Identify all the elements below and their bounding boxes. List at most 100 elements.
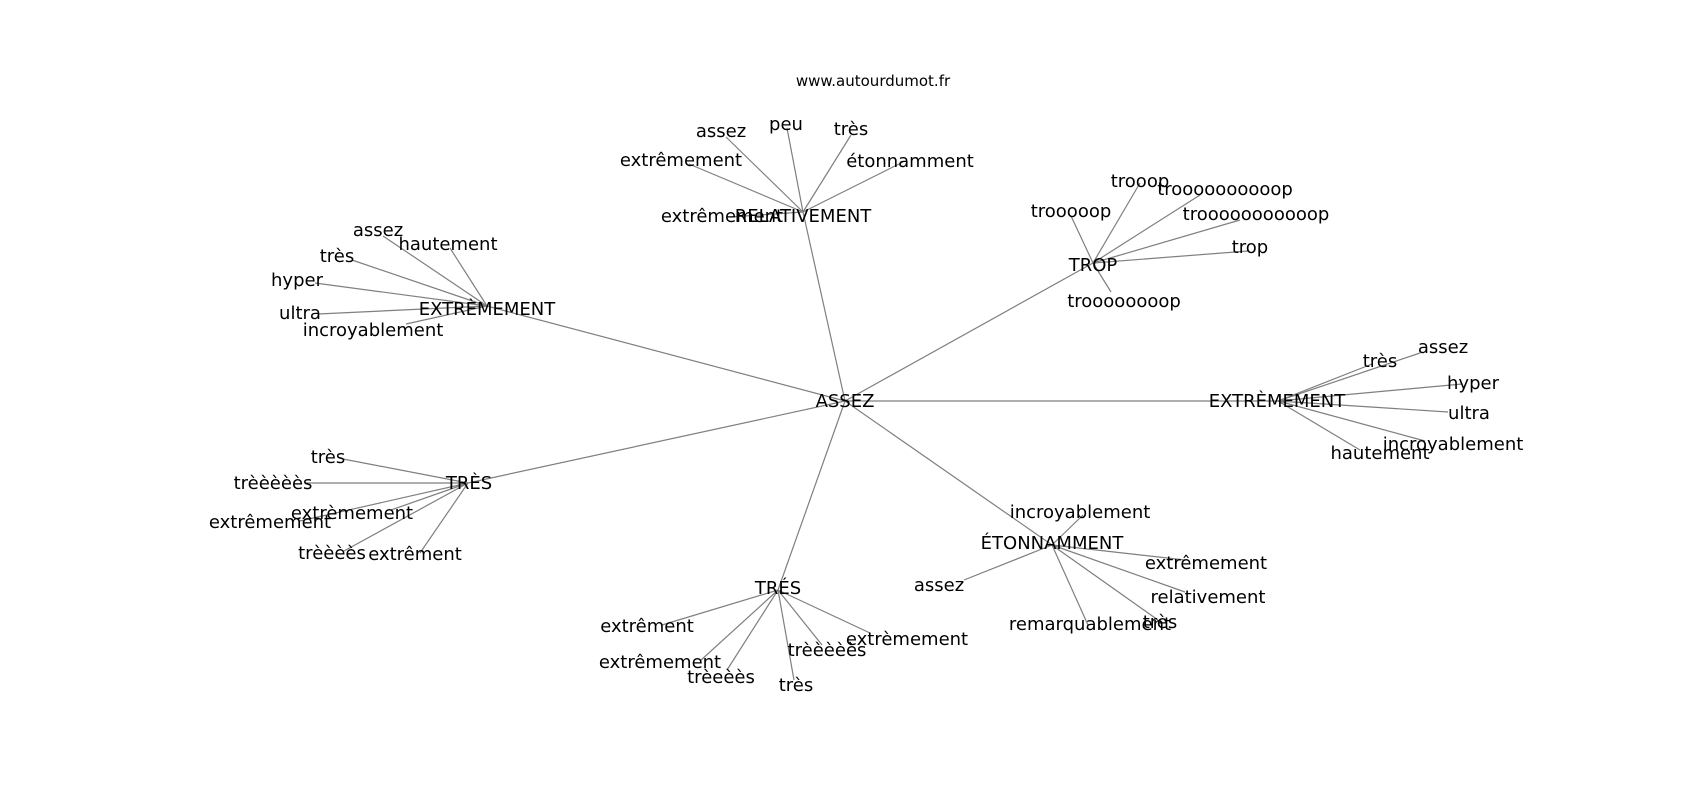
edge-center-etonnamment [844,400,1053,546]
edge-trop-5 [1092,262,1112,293]
leaf-node-relativement-4: extrêmement [620,150,742,171]
edge-center-relativement [802,211,846,402]
edge-tres-aigu-3 [777,589,795,681]
edge-extremement-right-1 [1277,363,1373,402]
edge-center-trop [844,262,1094,402]
hub-node-extremement-left: EXTRÈMEMENT [419,298,557,320]
leaf-node-extremement-left-1: hautement [398,234,497,255]
leaf-node-trop-0: trooop [1111,171,1170,192]
graph-labels: RELATIVEMENT assez peu très étonnamment extrê… [209,114,1523,696]
edge-trop-3 [1070,215,1094,264]
leaf-node-tres-grave-5: extrêment [368,544,462,565]
leaf-node-relativement-5: extrêmement [661,206,783,227]
edge-etonnamment-3 [1051,544,1186,593]
edge-trop-4 [1092,250,1249,264]
edge-extremement-right-0 [1277,352,1421,402]
edge-tres-aigu-4 [777,589,823,646]
leaf-node-extremement-left-3: hyper [271,270,324,291]
edge-center-tres-aigu [777,400,846,591]
site-watermark: www.autourdumot.fr [796,72,951,90]
leaf-node-trop-5: troooooooop [1067,291,1181,312]
leaf-node-trop-2: trooooooooooop [1183,204,1330,225]
leaf-node-etonnamment-0: incroyablement [1010,502,1151,523]
edge-extremement-right-3 [1277,400,1449,413]
leaf-node-etonnamment-2: extrêmement [1145,553,1267,574]
edge-relativement-1 [786,127,804,213]
edge-relativement-4 [688,163,804,213]
leaf-node-etonnamment-4: remarquablement [1009,614,1171,635]
edge-tres-grave-3 [299,482,469,522]
edge-extremement-left-1 [449,247,488,307]
leaf-node-extremement-left-2: très [320,246,355,267]
leaf-node-tres-grave-4: trèèèès [298,543,366,564]
edge-tres-grave-0 [342,458,469,484]
leaf-node-tres-aigu-1: extrêmement [599,652,721,673]
leaf-node-extremement-left-4: ultra [279,303,321,324]
edge-etonnamment-0 [1051,514,1084,546]
hub-node-trop: TROP [1068,255,1118,276]
leaf-node-tres-grave-3: extrêmement [209,512,331,533]
edge-trop-0 [1092,182,1141,264]
leaf-node-extremement-right-3: ultra [1448,403,1490,424]
leaf-node-tres-aigu-5: extrèmement [846,629,968,650]
leaf-node-tres-grave-0: très [311,447,346,468]
edge-relativement-2 [802,134,852,213]
edge-relativement-3 [802,161,904,213]
edge-relativement-0 [725,136,804,213]
leaf-node-etonnamment-5: très [1143,612,1178,633]
leaf-node-tres-aigu-0: extrêment [600,616,694,637]
edge-tres-aigu-1 [699,589,779,662]
leaf-node-tres-grave-2: extrèmement [291,503,413,524]
edge-etonnamment-5 [1051,544,1159,621]
hub-node-tres-aigu: TRÉS [754,577,801,599]
graph-edges [299,127,1463,681]
center-node-label: ASSEZ [816,391,875,412]
edge-trop-1 [1092,194,1201,264]
leaf-node-extremement-right-4: incroyablement [1383,434,1524,455]
edge-extremement-left-0 [382,235,488,307]
edge-relativement-5 [729,211,804,218]
hub-node-etonnamment: ÉTONNAMMENT [981,532,1125,554]
leaf-node-tres-aigu-2: trèeèès [687,667,755,688]
leaf-node-etonnamment-3: relativement [1151,587,1266,608]
edge-tres-grave-5 [419,482,469,554]
leaf-node-relativement-0: assez [696,121,746,142]
leaf-node-relativement-3: étonnamment [846,151,974,172]
edge-extremement-right-5 [1277,400,1361,451]
leaf-node-tres-aigu-4: trèèèèès [788,640,867,661]
edge-tres-grave-2 [390,482,469,511]
leaf-node-trop-4: trop [1232,237,1269,258]
edge-tres-aigu-2 [726,589,779,671]
edge-tres-grave-4 [343,482,469,552]
leaf-node-extremement-right-0: assez [1418,337,1468,358]
edge-extremement-right-4 [1277,400,1426,442]
leaf-node-tres-grave-1: trèèèèès [234,473,313,494]
edge-extremement-left-2 [351,259,488,307]
leaf-node-extremement-right-2: hyper [1447,373,1500,394]
edge-tres-aigu-5 [777,589,871,634]
edge-extremement-left-5 [405,305,488,325]
leaf-node-trop-3: trooooop [1031,201,1112,222]
edge-extremement-left-3 [314,282,488,307]
edge-center-tres-grave [467,400,846,484]
leaf-node-extremement-right-5: hautement [1330,443,1429,464]
leaf-node-extremement-left-5: incroyablement [303,320,444,341]
edge-center-extremement-left [486,305,846,402]
edge-etonnamment-2 [1051,544,1186,561]
leaf-node-relativement-1: peu [769,114,803,135]
leaf-node-relativement-2: très [834,119,869,140]
edge-trop-2 [1092,219,1241,264]
edge-etonnamment-1 [963,544,1053,581]
leaf-node-extremement-right-1: très [1363,351,1398,372]
leaf-node-trop-1: troooooooooop [1157,179,1293,200]
leaf-node-etonnamment-1: assez [914,575,964,596]
hub-node-relativement: RELATIVEMENT [735,206,873,227]
leaf-node-tres-aigu-3: très [779,675,814,696]
edge-etonnamment-4 [1051,544,1089,626]
hub-node-extremement-right: EXTRÈMEMENT [1209,390,1347,412]
leaf-node-extremement-left-0: assez [353,220,403,241]
edge-extremement-right-2 [1277,383,1463,402]
hub-node-tres-grave: TRÈS [445,472,492,494]
edge-tres-aigu-0 [661,589,779,626]
